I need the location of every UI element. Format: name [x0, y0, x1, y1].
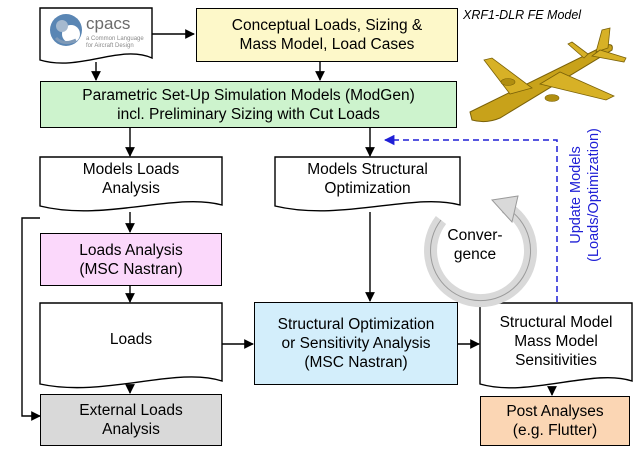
- arrow-models-loads-bypass-to-external: [21, 217, 41, 421]
- convergence-line-2: gence: [453, 246, 497, 263]
- conceptual-line-1: Conceptual Loads, Sizing &: [231, 17, 423, 34]
- structural-model-doc-shape: [479, 302, 633, 389]
- post-analyses-box: Post Analyses (e.g. Flutter): [480, 396, 630, 446]
- cpacs-logo-icon: [50, 14, 82, 46]
- cpacs-logo-tagline: a Common Language for Aircraft Design: [86, 36, 144, 49]
- update-models-line-2: (Loads/Optimization): [586, 128, 602, 262]
- structural-model-line-1: Structural Model: [499, 313, 613, 331]
- models-loads-analysis-doc: Models Loads Analysis: [40, 157, 222, 201]
- post-analyses-line-2: (e.g. Flutter): [512, 422, 598, 439]
- modgen-line-2: incl. Preliminary Sizing with Cut Loads: [117, 105, 380, 123]
- modgen-box: Parametric Set-Up Simulation Models (Mod…: [40, 81, 457, 128]
- cpacs-logo-name: cpacs: [86, 14, 131, 33]
- external-loads-box: External Loads Analysis: [40, 394, 222, 446]
- structural-opt-line-2: or Sensitivity Analysis: [281, 335, 431, 352]
- model-title: XRF1-DLR FE Model: [463, 8, 582, 22]
- modgen-line-1: Parametric Set-Up Simulation Models (Mod…: [82, 86, 415, 104]
- models-loads-line-2: Analysis: [102, 180, 160, 197]
- models-structural-optimization-doc: Models Structural Optimization: [275, 157, 460, 201]
- convergence-circular-arrow-outline: [430, 206, 532, 302]
- structural-model-doc: Structural Model Mass Model Sensitivitie…: [480, 303, 632, 379]
- external-loads-line-2: Analysis: [102, 421, 160, 438]
- models-structural-line-2: Optimization: [324, 180, 411, 197]
- loads-line-1: Loads: [109, 330, 153, 348]
- models-loads-line-1: Models Loads: [82, 161, 180, 178]
- structural-model-line-2: Mass Model: [514, 332, 598, 350]
- convergence-label: Conver- gence: [438, 226, 512, 264]
- external-loads-line-1: External Loads: [79, 402, 183, 419]
- loads-analysis-box: Loads Analysis (MSC Nastran): [40, 233, 222, 286]
- loads-doc-shape: [39, 302, 223, 389]
- convergence-arrow-head: [491, 195, 519, 224]
- conceptual-loads-box: Conceptual Loads, Sizing & Mass Model, L…: [196, 8, 458, 62]
- structural-opt-line-3: (MSC Nastran): [304, 354, 408, 371]
- loads-doc: Loads: [40, 303, 222, 375]
- post-analyses-line-1: Post Analyses: [506, 403, 604, 420]
- update-models-line-1: Update Models: [568, 146, 584, 244]
- models-structural-line-1: Models Structural: [307, 161, 428, 178]
- models-structural-doc-shape: [274, 156, 461, 212]
- loads-analysis-line-1: Loads Analysis: [79, 241, 183, 259]
- aircraft-fe-model-image: [469, 27, 627, 123]
- structural-optimization-box: Structural Optimization or Sensitivity A…: [254, 302, 458, 385]
- convergence-line-1: Conver-: [447, 227, 503, 244]
- loads-analysis-line-2: (MSC Nastran): [79, 260, 183, 278]
- models-loads-doc-shape: [39, 156, 223, 212]
- update-models-dashed-arrow: [383, 134, 558, 302]
- conceptual-line-2: Mass Model, Load Cases: [239, 36, 415, 53]
- structural-opt-line-1: Structural Optimization: [277, 316, 435, 333]
- structural-model-line-3: Sensitivities: [515, 351, 597, 369]
